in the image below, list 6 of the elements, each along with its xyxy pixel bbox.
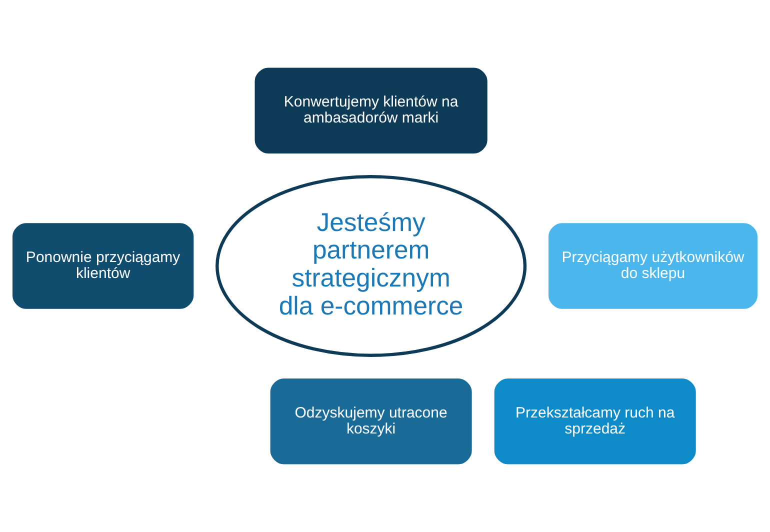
node-box: Przekształcamy ruch na sprzedaż [494, 378, 696, 464]
node-box: Konwertujemy klientów na ambasadorów marki [254, 68, 488, 154]
node-box: Ponownie przyciągamy klientów [12, 223, 194, 309]
node-box: Odzyskujemy utracone koszyki [270, 378, 472, 464]
node-box: Przyciągamy użytkowników do sklepu [548, 223, 758, 309]
node-ellipse: Jesteśmy partnerem strategicznym dla e-commerce [216, 175, 527, 357]
